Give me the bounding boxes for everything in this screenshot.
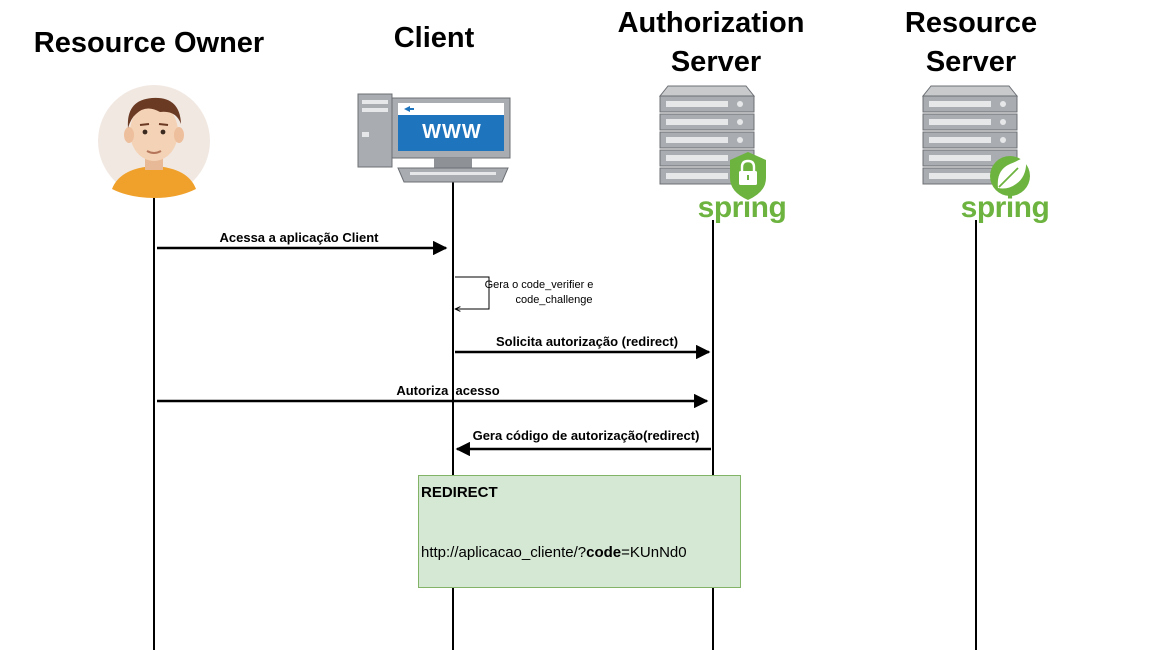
- message-label-access-client: Acessa a aplicação Client: [220, 230, 380, 245]
- redirect-url-prefix: http://aplicacao_cliente/?: [421, 544, 587, 561]
- message-label-authorize-access: Autoriza acesso: [396, 383, 499, 398]
- user-avatar-icon: [98, 85, 210, 198]
- message-label-self-generate-line2: code_challenge: [515, 294, 592, 306]
- desktop-computer-www-icon: WWW: [357, 93, 511, 183]
- message-label-generate-code: Gera código de autorização(redirect): [473, 428, 700, 443]
- actor-title-resource-server-line2: Server: [926, 46, 1016, 78]
- actor-title-client: Client: [394, 22, 475, 54]
- spring-logo-resource-server: spring: [961, 191, 1050, 224]
- svg-text:WWW: WWW: [422, 121, 482, 143]
- message-arrow-self-generate: [455, 276, 490, 309]
- server-rack-lock-icon: [658, 85, 766, 200]
- redirect-url-suffix: =KUnNd0: [621, 544, 687, 561]
- actor-title-authorization-server-line1: Authorization: [618, 7, 805, 39]
- actor-title-authorization-server-line2: Server: [671, 46, 761, 78]
- spring-logo-authorization-server: spring: [698, 191, 787, 224]
- message-label-request-authorization: Solicita autorização (redirect): [496, 334, 678, 349]
- redirect-note-url: http://aplicacao_cliente/?code=KUnNd0: [421, 544, 687, 561]
- redirect-note-title: REDIRECT: [421, 484, 498, 501]
- message-label-self-generate-line1: Gera o code_verifier e: [485, 279, 594, 291]
- redirect-url-param: code: [586, 544, 622, 561]
- actor-title-resource-owner: Resource Owner: [34, 27, 264, 59]
- server-rack-spring-leaf-icon: [921, 85, 1030, 196]
- actor-title-resource-server-line1: Resource: [905, 7, 1037, 39]
- redirect-note: REDIRECT http://aplicacao_cliente/?code=…: [418, 475, 741, 588]
